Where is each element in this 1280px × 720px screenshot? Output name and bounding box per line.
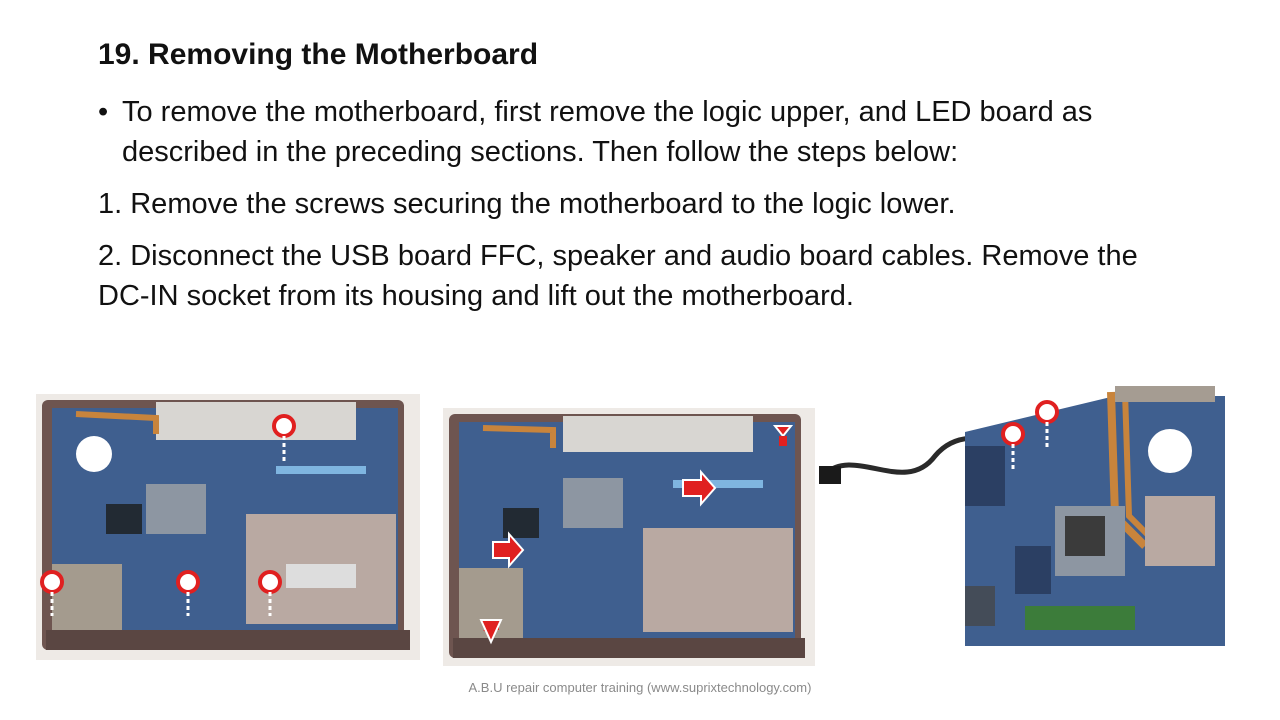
screw-marker-icon (258, 570, 282, 616)
chassis-cables-illustration (443, 408, 815, 666)
red-arrow-icon (492, 531, 525, 569)
motherboard-illustration (815, 376, 1235, 660)
step-1: 1. Remove the screws securing the mother… (98, 188, 956, 220)
slide-body: • To remove the motherboard, first remov… (98, 92, 1168, 328)
chassis-cables-photo (443, 408, 815, 666)
bullet-text: To remove the motherboard, first remove … (122, 96, 1093, 168)
slide-title: 19. Removing the Motherboard (98, 38, 539, 71)
chassis-screws-illustration (36, 394, 420, 660)
red-arrow-icon (479, 619, 503, 645)
screw-marker-icon (1001, 422, 1025, 472)
red-arrow-icon (682, 469, 717, 507)
screw-marker-icon (176, 570, 200, 616)
step-2: 2. Disconnect the USB board FFC, speaker… (98, 240, 1138, 312)
bullet-item: • To remove the motherboard, first remov… (98, 92, 1168, 172)
screw-marker-icon (40, 570, 64, 616)
red-arrow-icon (772, 425, 794, 446)
bullet-dot-icon: • (98, 96, 109, 128)
footer-credit: A.B.U repair computer training (www.supr… (468, 680, 812, 695)
motherboard-removed-photo (815, 376, 1235, 660)
chassis-screws-photo (36, 394, 420, 660)
screw-marker-icon (272, 414, 296, 464)
screw-marker-icon (1035, 400, 1059, 450)
